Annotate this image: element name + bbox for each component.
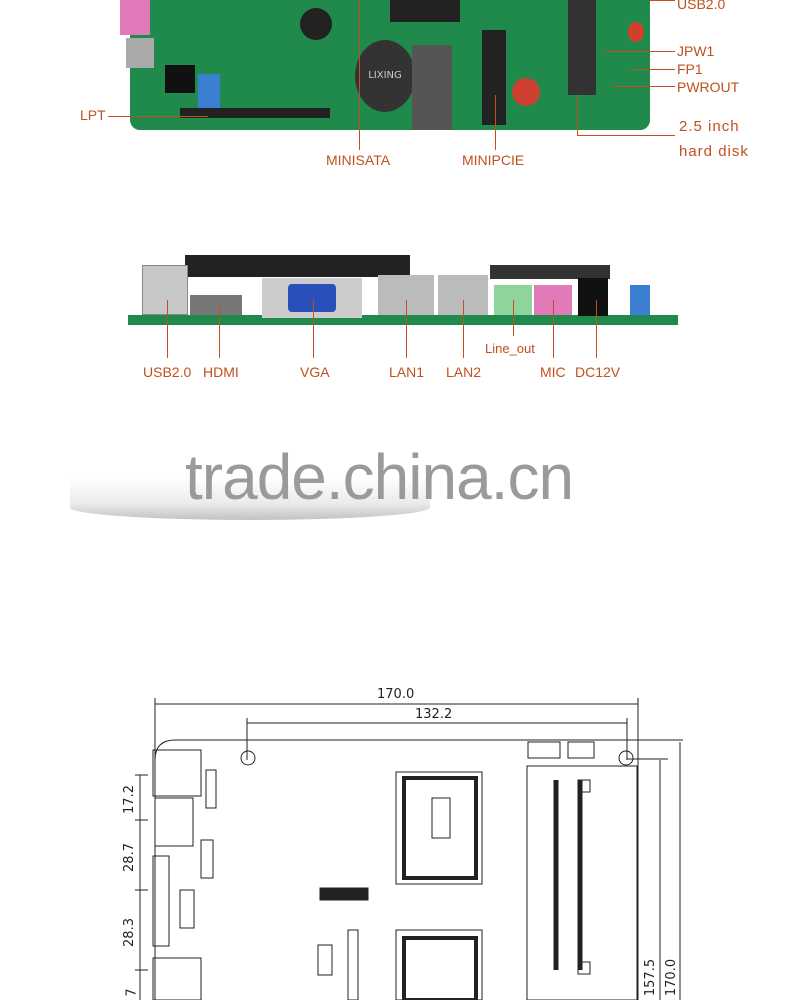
label-lan2: LAN2 [446,364,482,380]
audio-jack-pink [120,0,150,35]
sim-slot [412,45,452,130]
dim-right-1: 157.5 [643,958,659,997]
label-hdd-line2: hard disk [679,143,749,160]
battery-text: LIXING [368,70,402,81]
label-lpt: LPT [80,107,106,123]
hdd-connector [568,0,596,95]
dim-left-4: 7 [124,988,140,997]
dim-left-1: 17.2 [121,785,137,814]
capacitor-2 [628,22,644,42]
capacitor [512,78,540,106]
usb-ports [142,265,188,315]
label-minipcie: MINIPCIE [462,152,525,168]
mount-hole-right [618,750,634,766]
board-outline-top [154,739,683,761]
port-gray [126,38,154,68]
main-chip [390,0,460,22]
cmos-battery: LIXING [355,40,415,112]
dim-left-2: 28.7 [121,843,137,872]
label-hdmi: HDMI [203,364,239,380]
watermark: trade.china.cn [185,441,574,513]
watermark-shadow [70,478,430,520]
dim-width-total: 170.0 [377,687,415,702]
label-pwrout: PWROUT [677,79,740,95]
label-usb2-top: USB2.0 [677,0,726,12]
dim-hole-spacing: 132.2 [415,707,453,722]
minipcie-slot [482,30,506,125]
label-fp1: FP1 [677,61,703,77]
dimension-drawing [135,698,683,1000]
label-dc12v: DC12V [575,364,621,380]
power-connector [165,65,195,93]
label-line-out: Line_out [485,341,535,356]
dim-right-2: 170.0 [664,958,680,997]
label-mic: MIC [540,364,566,380]
chip-outline-2 [395,929,483,1000]
label-lan1: LAN1 [389,364,425,380]
label-usb2-side: USB2.0 [143,364,192,380]
buzzer [300,8,332,40]
heatsink [185,255,410,277]
terminal-block [198,74,220,108]
sodimm-slot [526,765,638,1000]
lpt-header [180,108,330,118]
blue-block [630,285,650,315]
dim-left-3: 28.3 [121,918,137,947]
slot-right [490,265,610,279]
label-jpw1: JPW1 [677,43,715,59]
label-vga: VGA [300,364,330,380]
label-minisata: MINISATA [326,152,391,168]
label-hdd-line1: 2.5 inch [679,118,740,135]
vga-port-blue [288,284,336,312]
mount-hole-left [240,750,256,766]
chip-outline-1 [395,771,483,885]
hdmi-port [190,295,242,315]
dc-jack [578,278,608,316]
